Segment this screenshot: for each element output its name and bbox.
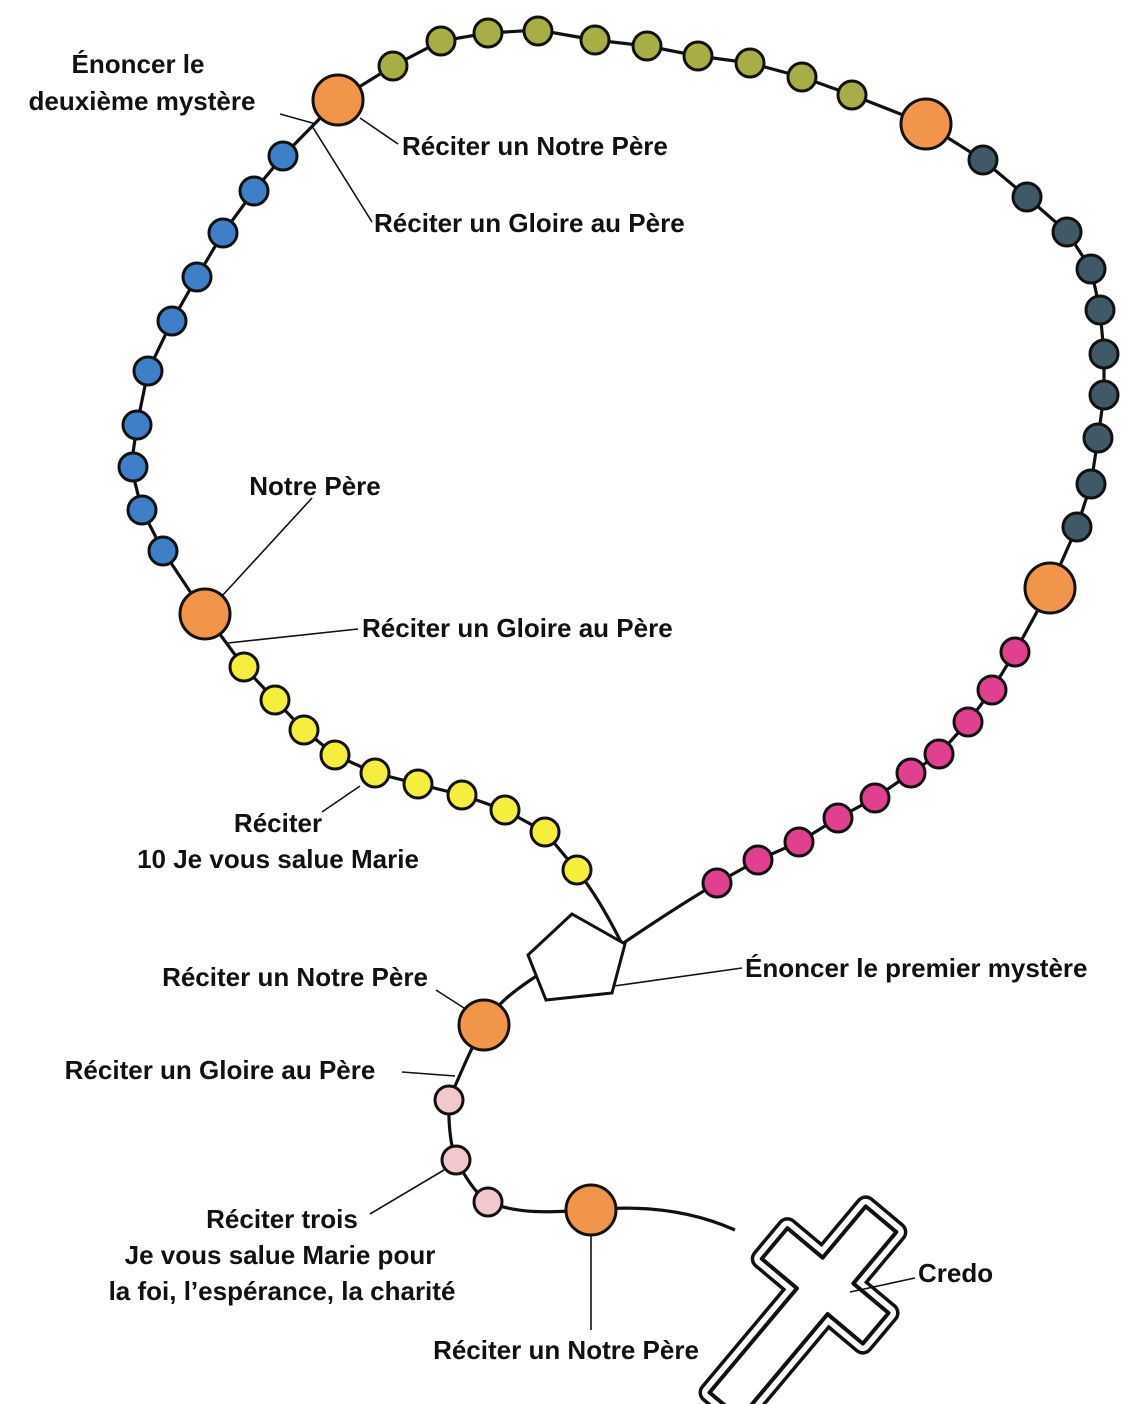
leader-announce-first — [613, 967, 743, 987]
decade-4-hail-mary-beads — [967, 144, 1120, 543]
leader-glory-be-middle — [227, 628, 359, 644]
hail-mary-bead — [1088, 338, 1120, 370]
hail-mary-bead — [783, 826, 815, 858]
hail-mary-bead — [319, 739, 351, 771]
labels: Énoncer le deuxième mystère Réciter un N… — [29, 49, 1088, 1365]
hail-mary-bead — [1075, 253, 1107, 285]
hail-mary-bead — [734, 47, 766, 79]
hail-mary-bead — [1011, 181, 1043, 213]
leader-glory-be-lower — [401, 1071, 456, 1077]
label-announce-first: Énoncer le premier mystère — [745, 953, 1088, 983]
our-father-bead — [899, 97, 953, 151]
hail-mary-bead — [522, 15, 554, 47]
label-ten-hail-marys-line1: Réciter — [234, 808, 322, 838]
leader-our-father-lower — [435, 989, 465, 1009]
label-glory-be-lower: Réciter un Gloire au Père — [65, 1055, 376, 1085]
label-our-father-top: Réciter un Notre Père — [402, 131, 668, 161]
cross-body — [707, 1204, 899, 1404]
hail-mary-bead — [402, 768, 434, 800]
hail-mary-bead — [1084, 294, 1116, 326]
our-father-bead — [457, 998, 511, 1052]
hail-mary-bead — [121, 409, 153, 441]
label-our-father-lower: Réciter un Notre Père — [162, 962, 428, 992]
label-notre-pere: Notre Père — [249, 471, 381, 501]
hail-mary-bead — [1088, 379, 1120, 411]
hail-mary-bead — [822, 802, 854, 834]
leader-announce-second — [279, 113, 317, 125]
hail-mary-bead — [267, 140, 299, 172]
hail-mary-bead — [472, 17, 504, 49]
label-glory-be-middle: Réciter un Gloire au Père — [362, 613, 673, 643]
decade-5-hail-mary-beads — [701, 636, 1031, 899]
hail-mary-bead — [1082, 422, 1114, 454]
hail-mary-bead — [836, 79, 868, 111]
decade-1-hail-mary-beads — [228, 651, 593, 886]
leader-ten-hail-marys — [321, 785, 361, 813]
hail-mary-bead — [1051, 216, 1083, 248]
hail-mary-bead — [952, 706, 984, 738]
label-three-hail-marys-line2: Je vous salue Marie pour — [125, 1240, 436, 1270]
hail-mary-bead — [377, 50, 409, 82]
hail-mary-bead — [259, 684, 291, 716]
label-announce-second-line1: Énoncer le — [72, 49, 205, 79]
hail-mary-bead — [207, 217, 239, 249]
leader-three-hail-marys — [369, 1169, 445, 1215]
hail-mary-bead — [238, 175, 270, 207]
rosary-centerpiece — [526, 912, 627, 1002]
hail-mary-bead — [967, 144, 999, 176]
decade-2-hail-mary-beads — [117, 140, 299, 567]
hail-mary-bead — [228, 651, 260, 683]
pendant-beads — [433, 998, 618, 1237]
hail-mary-bead — [126, 494, 158, 526]
leader-credo — [849, 1277, 916, 1293]
leader-glory-be-top — [311, 125, 373, 223]
hail-mary-bead — [359, 757, 391, 789]
hail-mary-bead — [425, 25, 457, 57]
crucifix — [698, 1195, 908, 1404]
intro-hail-mary-bead — [472, 1186, 504, 1218]
intro-hail-mary-bead — [440, 1144, 472, 1176]
hail-mary-bead — [579, 24, 611, 56]
hail-mary-bead — [923, 738, 955, 770]
hail-mary-bead — [132, 355, 164, 387]
label-announce-second-line2: deuxième mystère — [29, 86, 256, 116]
hail-mary-bead — [147, 535, 179, 567]
label-three-hail-marys-line1: Réciter trois — [206, 1204, 358, 1234]
hail-mary-bead — [786, 61, 818, 93]
our-father-bead — [178, 587, 232, 641]
hail-mary-bead — [682, 40, 714, 72]
hail-mary-bead — [489, 794, 521, 826]
intro-hail-mary-bead — [433, 1084, 465, 1116]
decade-3-hail-mary-beads — [377, 15, 868, 111]
hail-mary-bead — [181, 261, 213, 293]
hail-mary-bead — [288, 714, 320, 746]
hail-mary-bead — [999, 636, 1031, 668]
leader-lines — [221, 113, 916, 1330]
hail-mary-bead — [561, 854, 593, 886]
hail-mary-bead — [529, 816, 561, 848]
hail-mary-bead — [1061, 511, 1093, 543]
leader-our-father-top — [359, 117, 399, 145]
hail-mary-bead — [156, 305, 188, 337]
label-credo: Credo — [918, 1258, 993, 1288]
loop-our-father-beads — [178, 73, 1077, 641]
label-our-father-bottom: Réciter un Notre Père — [433, 1335, 699, 1365]
our-father-bead — [564, 1183, 618, 1237]
hail-mary-bead — [742, 844, 774, 876]
label-three-hail-marys-line3: la foi, l’espérance, la charité — [109, 1276, 456, 1306]
hail-mary-bead — [895, 757, 927, 789]
our-father-bead — [311, 73, 365, 127]
label-glory-be-top: Réciter un Gloire au Père — [374, 208, 685, 238]
hail-mary-bead — [859, 782, 891, 814]
hail-mary-bead — [446, 779, 478, 811]
hail-mary-bead — [117, 451, 149, 483]
hail-mary-bead — [976, 674, 1008, 706]
hail-mary-bead — [701, 867, 733, 899]
leader-notre-pere — [221, 497, 313, 597]
hail-mary-bead — [631, 30, 663, 62]
our-father-bead — [1023, 561, 1077, 615]
label-ten-hail-marys-line2: 10 Je vous salue Marie — [137, 844, 419, 874]
hail-mary-bead — [1075, 468, 1107, 500]
